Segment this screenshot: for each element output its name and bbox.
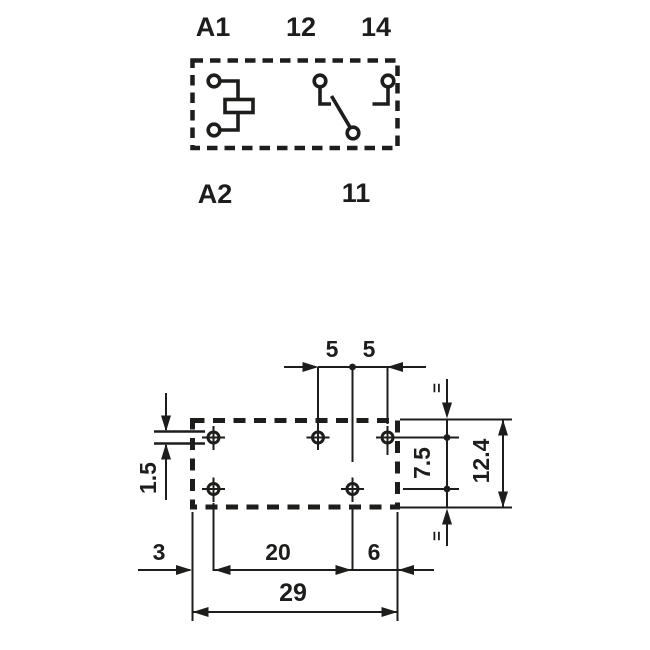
- arrowhead-down: [442, 402, 452, 419]
- arrowhead-left: [398, 565, 414, 575]
- equal-spacing-bottom: =: [428, 508, 452, 546]
- pin-hole: [202, 477, 225, 502]
- relay-outline-dashed-box: [190, 58, 400, 151]
- extension-lines-top: [317, 367, 389, 462]
- contact-blade: [329, 95, 353, 129]
- terminal-a1-node: [206, 73, 222, 89]
- arrowhead-left: [214, 565, 231, 575]
- arrowhead-down: [161, 415, 171, 432]
- changeover-contact-symbol: [312, 73, 396, 141]
- dim-horizontal-group: 3 20 6 29: [138, 503, 434, 621]
- dim-end-dot: [443, 434, 451, 441]
- arrowhead-up: [161, 443, 171, 460]
- tangent-lines: [154, 430, 205, 445]
- dim-overall-width: 29: [192, 579, 398, 617]
- label-terminal-a1: A1: [196, 12, 231, 42]
- arrowhead-up: [498, 419, 508, 436]
- terminal-12-node: [312, 73, 328, 89]
- coil-symbol: [206, 73, 255, 138]
- label-terminal-a2: A2: [198, 179, 233, 209]
- dim-label-pitch-right: 5: [363, 336, 376, 362]
- arrowhead-right: [335, 565, 352, 575]
- dim-label-pitch-left: 5: [326, 336, 339, 362]
- dim-hole-diameter: 1.5: [135, 393, 205, 500]
- arrowhead-right: [381, 607, 398, 617]
- extension-lines-right: [398, 418, 512, 509]
- dim-label-right-margin: 6: [368, 539, 381, 565]
- dim-label-overall-width: 29: [279, 579, 307, 607]
- dim-label-left-margin: 3: [153, 539, 166, 565]
- dim-row-spacing: 7.5: [409, 419, 451, 508]
- label-terminal-14: 14: [361, 12, 391, 42]
- body-outline-dashed-box: [190, 418, 400, 510]
- equal-mark-top: =: [428, 383, 447, 393]
- dim-pin-pitch: 5 5: [284, 336, 426, 462]
- coil-rect: [223, 97, 255, 115]
- terminal-14-node: [380, 73, 396, 89]
- dim-label-hole-diameter: 1.5: [135, 462, 161, 494]
- arrowhead-left: [387, 362, 403, 372]
- arrowhead-right: [302, 362, 319, 372]
- pin-hole: [202, 426, 225, 450]
- pin-holes: [202, 426, 399, 502]
- arrowhead-up: [442, 508, 452, 525]
- dim-chain-3-20-6: 3 20 6: [138, 539, 434, 575]
- pin-hole: [341, 477, 364, 502]
- extension-lines-bottom: [191, 503, 399, 621]
- pin-hole: [306, 426, 330, 450]
- pin-hole: [376, 426, 399, 455]
- dim-end-dot: [443, 485, 451, 493]
- dim-label-overall-height: 12.4: [468, 438, 494, 483]
- label-terminal-11: 11: [342, 178, 371, 208]
- equal-spacing-top: =: [428, 379, 452, 419]
- dim-overall-height: 12.4: [468, 419, 508, 508]
- wiring-diagram: A1 12 14 A2 11: [190, 12, 400, 209]
- terminal-11-node: [345, 125, 361, 141]
- label-terminal-12: 12: [286, 12, 316, 42]
- equal-mark-bottom: =: [428, 531, 447, 541]
- terminal-a2-node: [206, 122, 222, 138]
- arrowhead-left: [192, 607, 209, 617]
- dim-label-hole-span: 20: [265, 539, 291, 565]
- pin-layout-drawing: 5 5 1.5 = =: [135, 336, 512, 621]
- arrowhead-right: [176, 565, 192, 575]
- dim-vertical-group: = = 7.5 12.4: [398, 379, 512, 546]
- dim-label-row-spacing: 7.5: [409, 447, 435, 479]
- arrowhead-down: [498, 491, 508, 508]
